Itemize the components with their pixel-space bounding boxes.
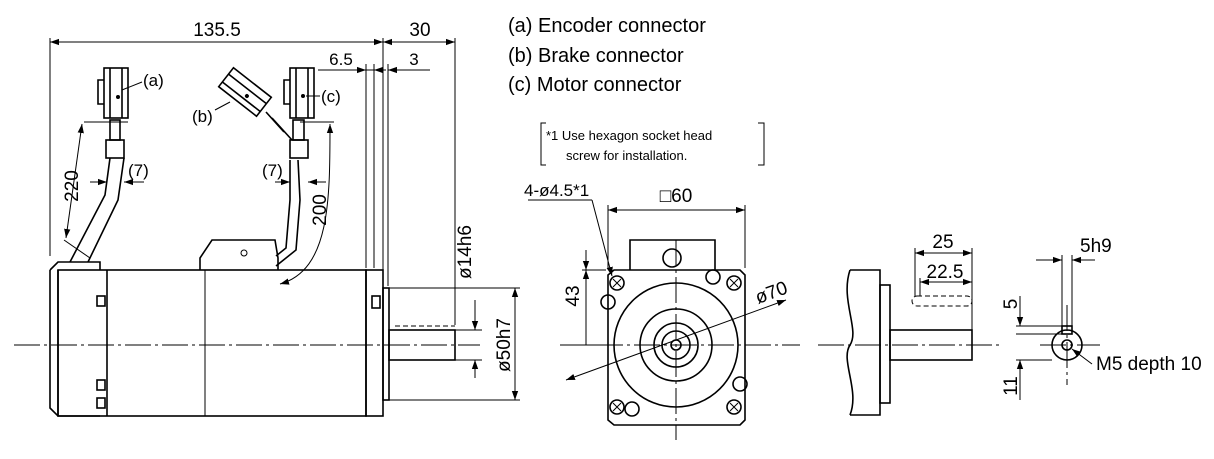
note-line-2: screw for installation. <box>566 148 687 163</box>
label-a: (a) <box>143 71 164 90</box>
front-connector-block <box>629 239 716 270</box>
motor-connector <box>289 67 315 119</box>
label-b: (b) <box>192 107 213 126</box>
installation-note: *1 Use hexagon socket head screw for ins… <box>540 122 765 166</box>
legend: (a) Encoder connector (b) Brake connecto… <box>508 15 706 96</box>
encoder-cap-top <box>49 261 101 271</box>
dim-pcd: ø70 <box>753 278 791 309</box>
dim-key-width: 5h9 <box>1080 236 1112 257</box>
dim-cable-220: 220 <box>62 170 83 202</box>
dim-total-length: 135.5 <box>193 20 241 41</box>
dim-square: □60 <box>660 186 693 207</box>
dim-shaft-diameter: ø14h6 <box>455 225 476 279</box>
tap-note: M5 depth 10 <box>1096 354 1202 375</box>
shaft-detail: 25 22.5 <box>818 232 1000 416</box>
mount-hole-tl <box>609 275 625 291</box>
mount-hole-tr <box>726 275 742 291</box>
flange <box>365 269 384 417</box>
encoder-connector <box>103 67 129 119</box>
mount-hole-br <box>726 399 742 415</box>
dim-25: 25 <box>932 232 953 253</box>
dim-shaft-length: 30 <box>409 20 430 41</box>
shaft-detail-shaft <box>889 329 973 361</box>
side-view: (a) (b) (c) 135.5 30 6.5 3 220 (7) <box>14 20 520 417</box>
dim-pilot-diameter: ø50h7 <box>494 318 515 372</box>
dim-43: 43 <box>563 285 584 306</box>
encoder-cable-right <box>87 157 125 263</box>
dim-3: 3 <box>409 50 418 69</box>
motor-body <box>57 269 367 417</box>
dim-22-5: 22.5 <box>927 262 964 283</box>
dim-mount-holes: 4-ø4.5*1 <box>524 181 589 200</box>
pilot-boss <box>382 287 390 401</box>
shaft-end-circle <box>1051 329 1083 361</box>
encoder-cable-left <box>69 157 111 263</box>
shaft-end-view: 5h9 5 11 M5 depth 10 <box>1001 236 1202 400</box>
brake-connector <box>217 66 273 118</box>
shaft <box>388 329 456 361</box>
front-view: □60 43 4-ø4.5*1 ø70 <box>524 181 800 440</box>
dim-7-left: (7) <box>128 161 149 180</box>
dim-5: 5 <box>1001 299 1022 310</box>
legend-brake-connector: (b) Brake connector <box>508 45 684 67</box>
dim-7-right: (7) <box>262 161 283 180</box>
label-c: (c) <box>321 87 341 106</box>
note-line-1: *1 Use hexagon socket head <box>546 128 712 143</box>
connector-block <box>199 239 279 270</box>
dim-6-5: 6.5 <box>329 50 353 69</box>
dim-cable-200: 200 <box>310 194 331 226</box>
mount-hole-bl <box>609 399 625 415</box>
shaft-detail-body <box>850 269 881 416</box>
dim-11: 11 <box>1001 376 1022 396</box>
legend-motor-connector: (c) Motor connector <box>508 74 682 96</box>
legend-encoder-connector: (a) Encoder connector <box>508 15 706 37</box>
